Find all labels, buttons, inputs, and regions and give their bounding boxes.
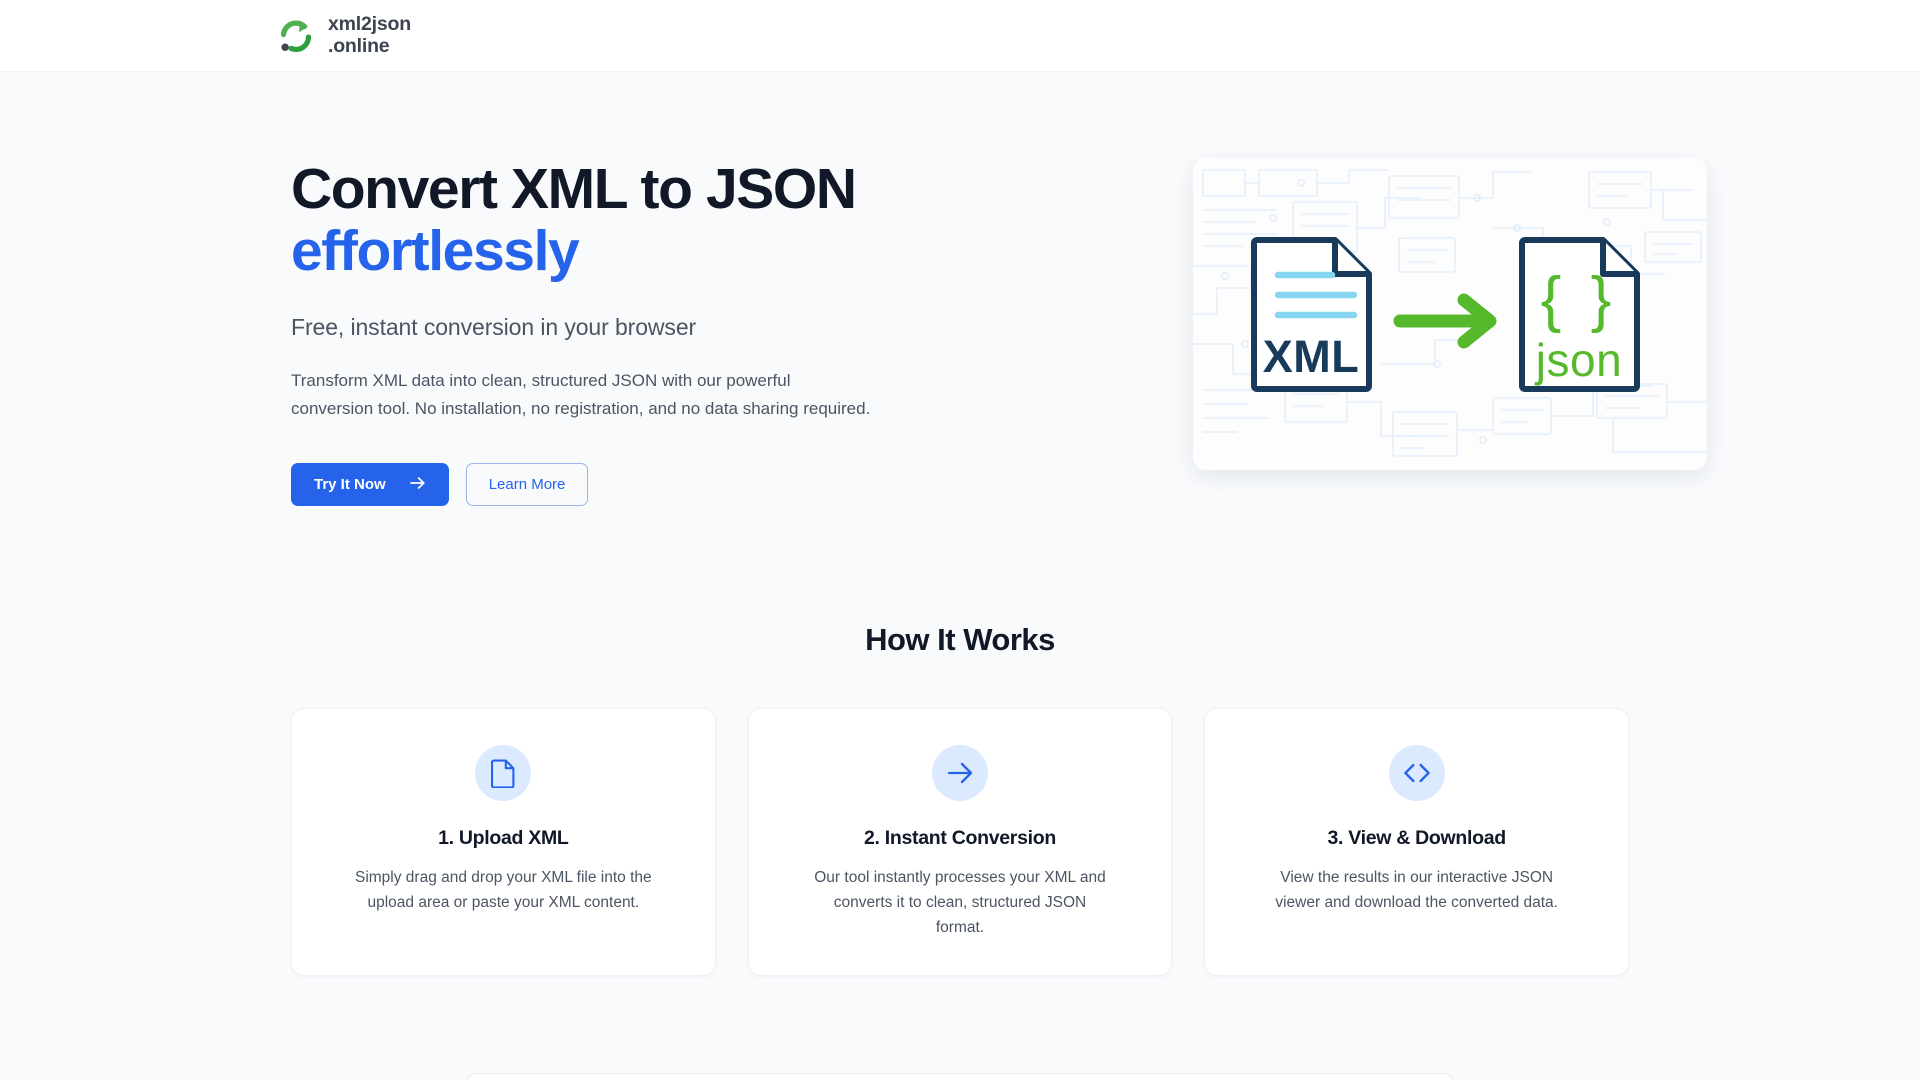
hero-content: Convert XML to JSON effortlessly Free, i… (291, 158, 991, 507)
step-card-view-download: 3. View & Download View the results in o… (1204, 708, 1630, 976)
how-it-works-section: How It Works 1. Upload XML Simply drag a… (0, 622, 1920, 976)
step-card-title: 3. View & Download (1327, 827, 1506, 850)
step-card-title: 1. Upload XML (438, 827, 569, 850)
step-card-text: View the results in our interactive JSON… (1275, 869, 1558, 912)
step-card-upload-xml: 1. Upload XML Simply drag and drop your … (291, 708, 716, 976)
try-it-now-button[interactable]: Try It Now (291, 463, 449, 507)
illustration-json-braces: { } (1541, 265, 1618, 334)
try-it-now-label: Try It Now (314, 476, 386, 494)
converter-panel[interactable] (465, 1072, 1455, 1080)
logo-text-line1: xml2json (328, 12, 411, 35)
illustration-json-label: json (1534, 334, 1622, 386)
site-header: xml2json .online (0, 0, 1920, 72)
how-it-works-cards: 1. Upload XML Simply drag and drop your … (291, 708, 1630, 976)
hero-illustration-wrap: XML { } json (1193, 158, 1707, 470)
site-logo[interactable]: xml2json .online (275, 12, 411, 58)
code-brackets-icon (1388, 745, 1445, 802)
how-it-works-title: How It Works (865, 622, 1055, 658)
converter-panel-wrap (0, 1072, 1920, 1080)
step-card-title: 2. Instant Conversion (864, 827, 1056, 850)
step-card-text: Our tool instantly processes your XML an… (814, 869, 1106, 936)
file-document-icon (475, 745, 532, 802)
logo-text-line2: .online (328, 34, 390, 57)
hero-title-line1: Convert XML to JSON (291, 157, 857, 221)
hero-title-accent: effortlessly (291, 219, 580, 284)
arrow-right-icon (409, 476, 426, 494)
page-title: Convert XML to JSON effortlessly (291, 158, 991, 282)
illustration-xml-label: XML (1263, 331, 1360, 382)
illustration-arrow-right-icon (1393, 293, 1497, 349)
xml-to-json-illustration: XML { } json (1193, 158, 1707, 470)
learn-more-button[interactable]: Learn More (465, 463, 589, 507)
step-card-text: Simply drag and drop your XML file into … (354, 869, 652, 912)
step-card-instant-conversion: 2. Instant Conversion Our tool instantly… (747, 708, 1173, 976)
hero-subtitle: Free, instant conversion in your browser (291, 314, 697, 341)
hero-section: Convert XML to JSON effortlessly Free, i… (0, 72, 1920, 507)
logo-text: xml2json .online (328, 12, 411, 58)
hero-description: Transform XML data into clean, structure… (291, 371, 871, 418)
refresh-convert-icon (275, 15, 317, 57)
arrow-right-icon (932, 745, 988, 802)
hero-actions: Try It Now Learn More (291, 463, 991, 507)
